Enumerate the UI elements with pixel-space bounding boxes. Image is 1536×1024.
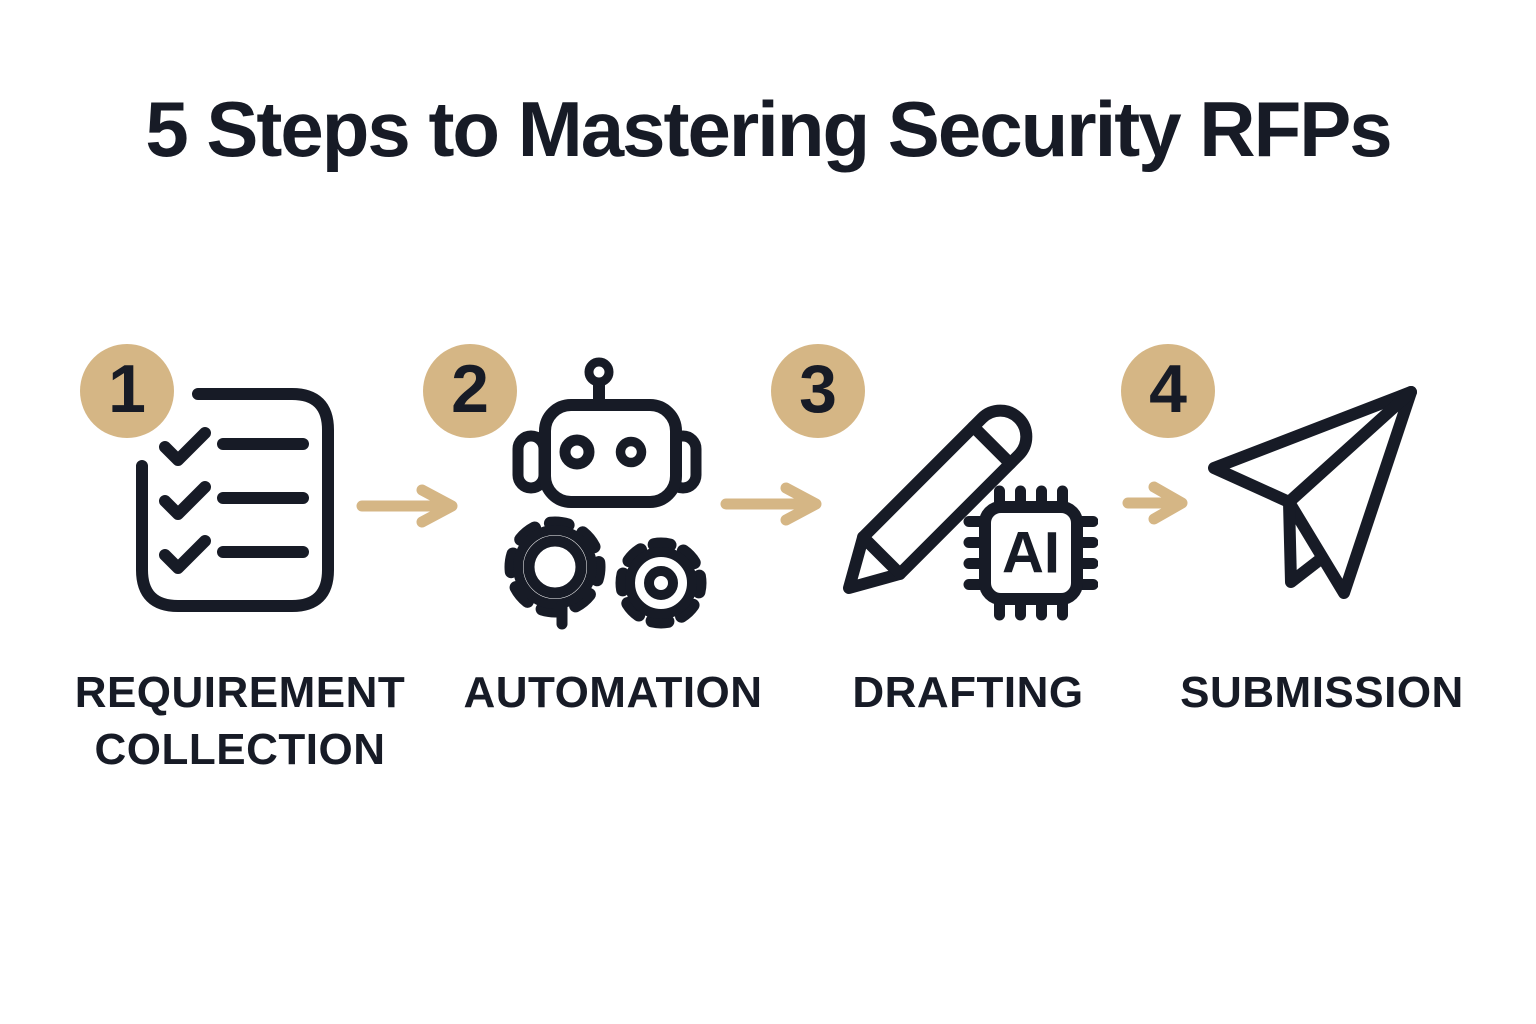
step-2-label: AUTOMATION: [413, 664, 813, 721]
robot-gears-icon: [500, 356, 722, 648]
step-3-label-line1: DRAFTING: [852, 668, 1084, 717]
step-1-label: REQUIREMENT COLLECTION: [40, 664, 440, 778]
step-1-number-badge: 1: [80, 344, 174, 438]
pencil-ai-chip-icon: AI: [836, 370, 1098, 642]
step-4-number-badge: 4: [1121, 344, 1215, 438]
step-3-label: DRAFTING: [768, 664, 1168, 721]
step-1-number: 1: [108, 351, 146, 427]
flow-arrow-2-icon: [718, 482, 830, 526]
step-4-label-line1: SUBMISSION: [1180, 668, 1464, 717]
step-2-number-badge: 2: [423, 344, 517, 438]
step-1-label-line2: COLLECTION: [94, 725, 386, 775]
ai-chip-text: AI: [1002, 521, 1060, 586]
step-2-number: 2: [451, 351, 489, 427]
step-4-number: 4: [1149, 351, 1187, 427]
step-4-label: SUBMISSION: [1122, 664, 1522, 721]
step-1-label-line1: REQUIREMENT: [74, 668, 406, 717]
flow-arrow-1-icon: [354, 484, 466, 528]
checklist-document-icon: [134, 386, 336, 614]
step-3-number-badge: 3: [771, 344, 865, 438]
page-title: 5 Steps to Mastering Security RFPs: [145, 85, 1392, 173]
paper-plane-icon: [1206, 370, 1418, 602]
step-3-number: 3: [799, 351, 837, 427]
flow-arrow-3-icon: [1122, 481, 1194, 525]
step-2-label-line1: AUTOMATION: [463, 668, 763, 717]
